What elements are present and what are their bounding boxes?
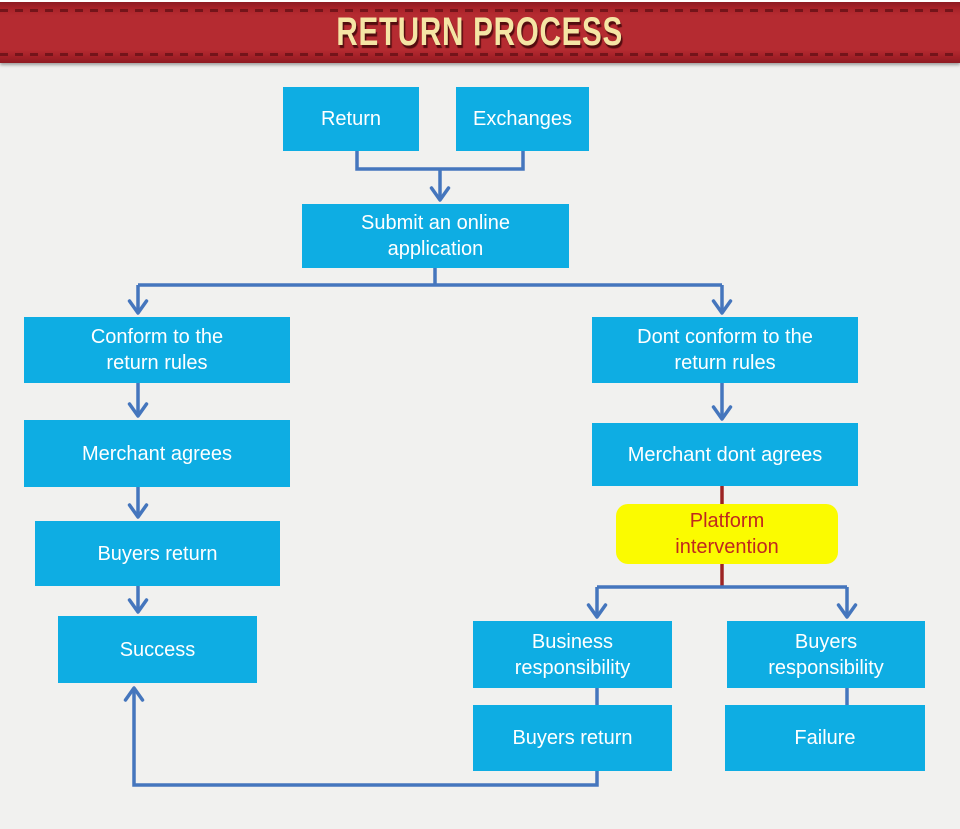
arrowhead-split-to-dont-conform: [711, 299, 733, 315]
node-exchanges: Exchanges: [456, 87, 589, 151]
node-business-responsibility: Business responsibility: [473, 621, 672, 688]
page-title: RETURN PROCESS: [0, 2, 960, 63]
node-buyers-return-bottom: Buyers return: [473, 705, 672, 771]
node-buyers-responsibility: Buyers responsibility: [727, 621, 925, 688]
edge-buyers-return-loop-to-success: [132, 688, 599, 787]
stitch-line-bottom: [0, 53, 960, 56]
edge-return-exchanges-merge: [355, 151, 525, 171]
node-conform-rules: Conform to the return rules: [24, 317, 290, 383]
stitch-line-top: [0, 9, 960, 12]
node-merchant-dont-agrees: Merchant dont agrees: [592, 423, 858, 486]
arrowhead-split-to-buyers-resp: [836, 603, 858, 619]
node-dont-conform-rules: Dont conform to the return rules: [592, 317, 858, 383]
arrowhead-buyers-return-to-success: [127, 598, 149, 614]
node-buyers-return-left: Buyers return: [35, 521, 280, 586]
arrowhead-buyers-return-loop-to-success: [123, 686, 145, 702]
arrowhead-merchant-agrees-to-buyers-return: [127, 503, 149, 519]
arrowhead-merge-to-submit: [429, 186, 451, 202]
node-merchant-agrees: Merchant agrees: [24, 420, 290, 487]
node-success: Success: [58, 616, 257, 683]
node-submit-application: Submit an online application: [302, 204, 569, 268]
arrowhead-split-to-conform: [127, 299, 149, 315]
arrowhead-conform-to-merchant-agrees: [127, 402, 149, 418]
node-return: Return: [283, 87, 419, 151]
node-failure: Failure: [725, 705, 925, 771]
page-title-text: RETURN PROCESS: [336, 10, 624, 54]
node-platform-intervention: Platform intervention: [616, 504, 838, 564]
arrowhead-dont-conform-to-merchant-dont: [711, 405, 733, 421]
arrowhead-split-to-business: [586, 603, 608, 619]
title-banner: RETURN PROCESS: [0, 2, 960, 63]
